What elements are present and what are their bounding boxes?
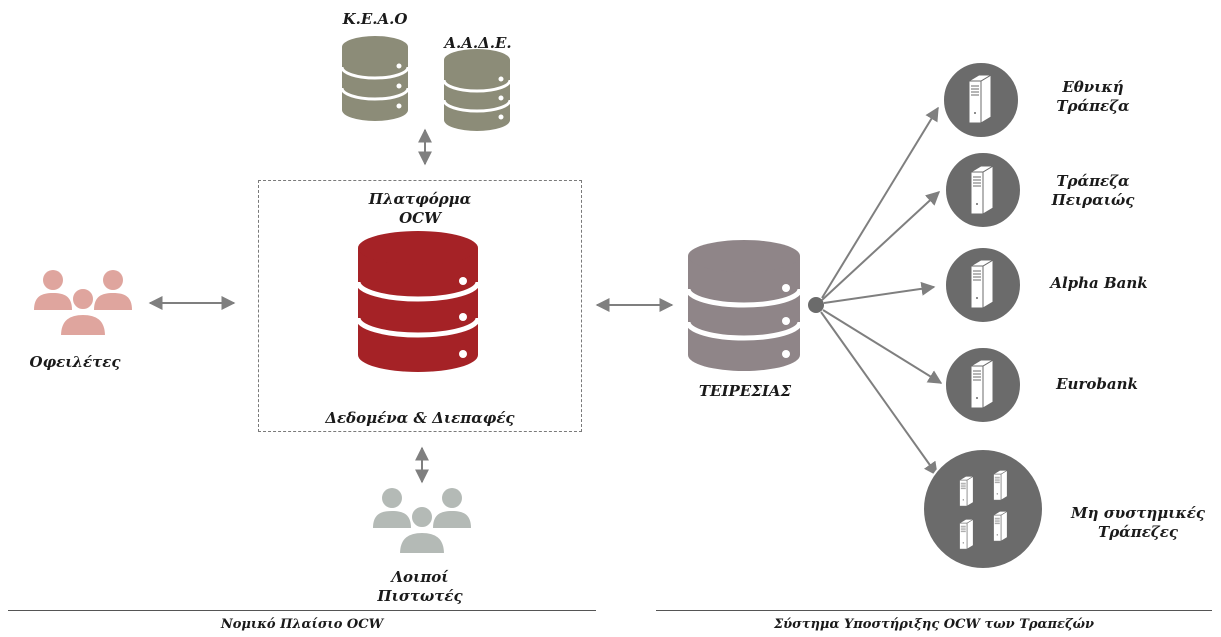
creditors-people-icon [373,488,471,555]
bank-label-4: Eurobank [1056,375,1138,393]
bank-label-1-line2: Τράπεζα [1056,97,1130,115]
platform-boundary [258,180,582,432]
platform-title: Πλατφόρμα OCW [330,190,510,228]
bank-label-5: Μη συστημικές Τράπεζες [1058,504,1218,542]
teiresias-database-icon [685,240,803,371]
bank-node-5 [922,448,1044,570]
platform-title-line1: Πλατφόρμα [368,190,472,208]
bank-label-2: Τράπεζα Πειραιώς [1038,172,1148,210]
arrow-to-bank-1 [821,106,939,299]
bank-node-2 [944,151,1022,229]
arrow-to-bank-2 [821,191,941,301]
other-creditors-label: Λοιποί Πιστωτές [360,568,480,606]
bank-label-5-line2: Τράπεζες [1098,523,1178,541]
footer-right-label: Σύστημα Υποστήριξης OCW των Τραπεζών [773,617,1095,632]
platform-title-line2: OCW [399,209,441,227]
footer-left-label: Νομικό Πλαίσιο OCW [220,617,384,632]
other-creditors-line2: Πιστωτές [377,587,463,605]
footer-rule-left [8,610,596,611]
bank-label-3: Alpha Bank [1050,274,1148,292]
keao-database-icon [340,36,410,121]
aade-label: Α.Α.Δ.Ε. [444,34,512,52]
platform-caption: Δεδομένα & Διεπαφές [325,409,515,427]
other-creditors-line1: Λοιποί [391,568,449,586]
bank-node-3 [944,246,1022,324]
teiresias-label: ΤΕΙΡΕΣΙΑΣ [698,382,792,400]
bank-node-4 [944,346,1022,424]
bank-label-1-line1: Εθνική [1062,78,1124,96]
debtors-people-icon [34,270,132,337]
bank-label-2-line2: Πειραιώς [1051,191,1135,209]
arrow-to-bank-5 [820,311,938,477]
platform-database-icon [355,231,481,372]
distribution-node [808,297,824,313]
keao-label: Κ.Ε.Α.Ο [342,10,408,28]
arrow-to-bank-3 [823,281,936,304]
footer-rule-right [656,610,1212,611]
connector-arrows [148,128,674,484]
arrow-to-bank-4 [822,309,943,384]
debtors-label: Οφειλέτες [29,353,121,371]
aade-database-icon [442,49,512,131]
bank-fanout-arrows [820,106,943,477]
bank-node-1 [942,61,1020,139]
bank-label-1: Εθνική Τράπεζα [1038,78,1148,116]
bank-label-2-line1: Τράπεζα [1056,172,1130,190]
bank-label-5-line1: Μη συστημικές [1071,504,1205,522]
